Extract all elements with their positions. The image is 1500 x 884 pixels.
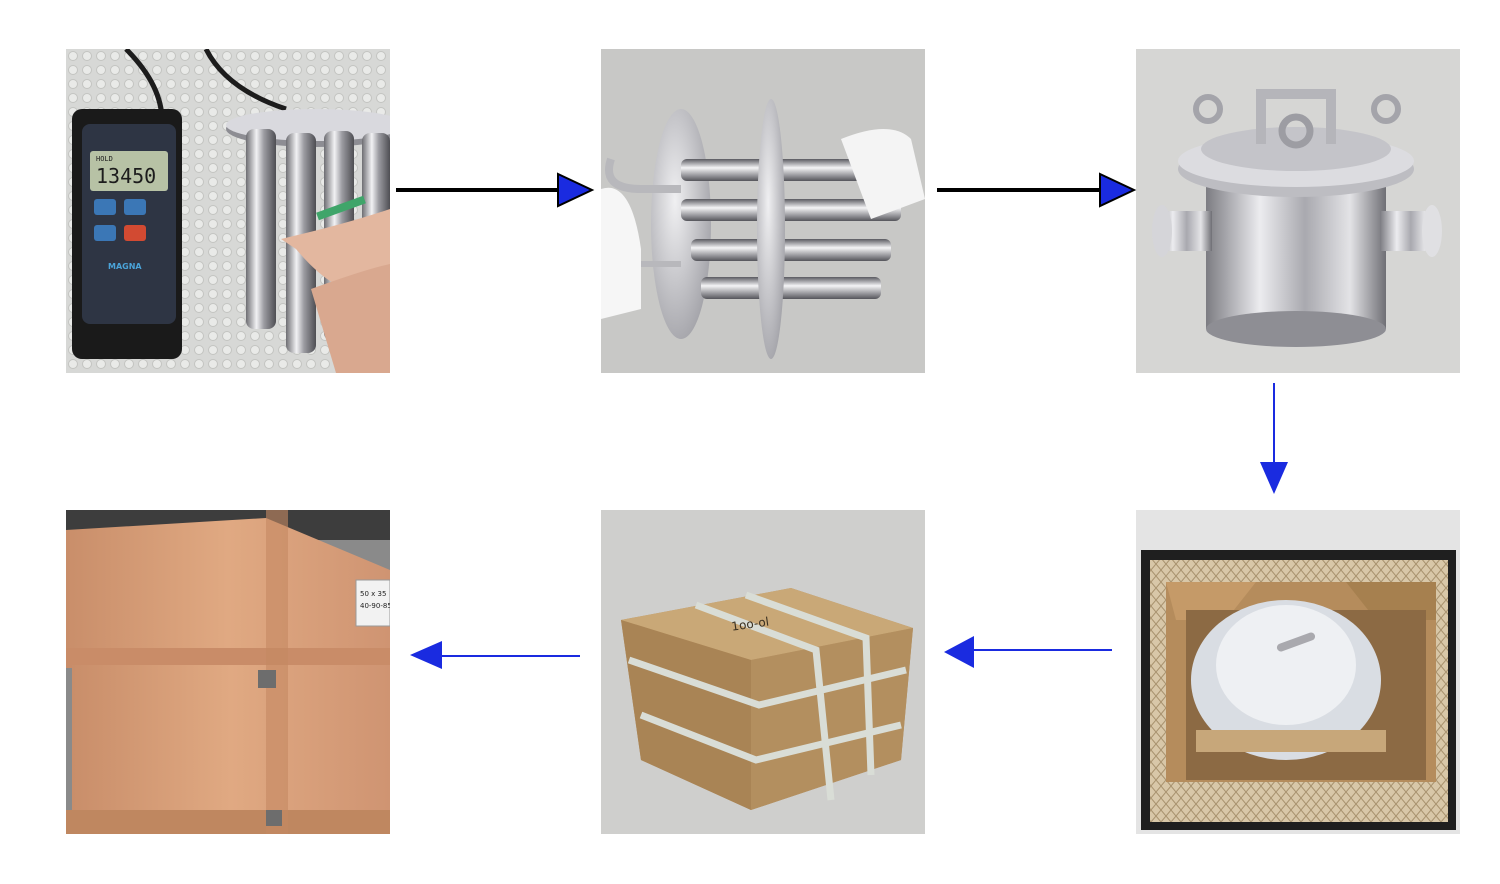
magnetic-core-illustration [601,49,925,373]
meter-brand: MAGNA [108,262,142,271]
arrow-step4-to-step5 [944,636,1112,668]
strapped-carton-illustration: 1oo-ol [601,510,925,834]
photo-gauss-meter-test: HOLD 13450 MAGNA [66,49,390,373]
photo-strapped-carton: 1oo-ol [601,510,925,834]
meter-reading: 13450 [96,164,156,188]
arrow-step3-to-step4 [1260,383,1288,494]
crate-label-line-1: 50 x 35 [360,590,386,598]
arrow-step5-to-step6 [410,641,580,669]
packed-carton-illustration [1136,510,1460,834]
photo-magnetic-core [601,49,925,373]
arrow-step2-to-step3 [937,172,1137,208]
arrow-step1-to-step2 [396,172,595,208]
gauss-meter-illustration: HOLD 13450 MAGNA [66,49,390,373]
wooden-crate-illustration: 50 x 35 40-90-85 [66,510,390,834]
meter-mode-label: HOLD [96,155,113,163]
photo-packed-carton-open [1136,510,1460,834]
crate-label-line-2: 40-90-85 [360,602,390,610]
carton-marking: 1oo-ol [730,615,769,634]
filter-housing-illustration [1136,49,1460,373]
photo-filter-housing [1136,49,1460,373]
photo-wooden-crate: 50 x 35 40-90-85 [66,510,390,834]
